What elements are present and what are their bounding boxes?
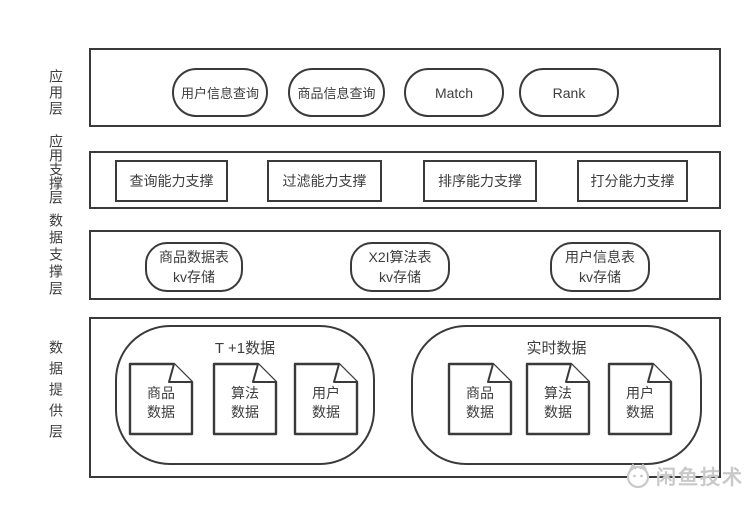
node-score-support: 打分能力支撑: [577, 160, 688, 202]
group-realtime-data: 实时数据 商品 数据 算法 数据: [411, 325, 702, 465]
data-provider-layer-box: T +1数据 商品 数据 算法 数据: [89, 317, 721, 478]
node-rank: Rank: [519, 68, 619, 117]
watermark: 闲鱼技术: [624, 461, 744, 490]
node-x2i-algo-table: X2I算法表 kv存储: [350, 242, 450, 292]
node-label: Match: [434, 84, 474, 101]
node-label: Rank: [552, 84, 586, 101]
node-label-line2: kv存储: [379, 269, 421, 285]
doc-label-line1: 商品: [147, 385, 175, 401]
document-icon: [293, 362, 359, 436]
group-title: 实时数据: [526, 340, 587, 357]
doc-label-line1: 算法: [231, 385, 259, 401]
node-filter-support: 过滤能力支撑: [267, 160, 382, 202]
layer-label-application: 应用层: [48, 69, 64, 117]
document-icon: [212, 362, 278, 436]
document-icon: [607, 362, 673, 436]
doc-label-line2: 数据: [312, 404, 340, 420]
group-t1-data: T +1数据 商品 数据 算法 数据: [115, 325, 375, 465]
data-support-layer-box: 商品数据表 kv存储 X2I算法表 kv存储 用户信息表 kv存储: [89, 230, 721, 300]
fish-logo-icon: [626, 462, 650, 488]
application-layer-box: 用户信息查询 商品信息查询 Match Rank: [89, 48, 721, 127]
node-label-line2: kv存储: [173, 269, 215, 285]
node-sort-support: 排序能力支撑: [423, 160, 537, 202]
doc-label-line1: 用户: [312, 385, 340, 401]
doc-user-data: 用户 数据: [293, 362, 359, 436]
doc-label-line1: 用户: [626, 385, 654, 401]
node-label-line1: 用户信息表: [565, 249, 635, 265]
document-icon: [128, 362, 194, 436]
group-title: T +1数据: [214, 340, 276, 357]
node-item-data-table: 商品数据表 kv存储: [145, 242, 243, 292]
node-label: 打分能力支撑: [590, 173, 675, 189]
layer-label-data-provider: 数据提供层: [48, 340, 64, 445]
node-item-info-query: 商品信息查询: [288, 68, 385, 117]
doc-item-data: 商品 数据: [447, 362, 513, 436]
node-label: 过滤能力支撑: [282, 173, 367, 189]
watermark-text: 闲鱼技术: [656, 467, 744, 489]
node-label-line2: kv存储: [579, 269, 621, 285]
node-label: 查询能力支撑: [129, 173, 214, 189]
node-label-line1: 商品数据表: [159, 249, 229, 265]
app-support-layer-box: 查询能力支撑 过滤能力支撑 排序能力支撑 打分能力支撑: [89, 151, 721, 209]
node-query-support: 查询能力支撑: [115, 160, 228, 202]
node-user-info-table: 用户信息表 kv存储: [550, 242, 650, 292]
doc-label-line2: 数据: [466, 404, 494, 420]
doc-label-line2: 数据: [626, 404, 654, 420]
doc-label-line2: 数据: [544, 404, 572, 420]
doc-algo-data: 算法 数据: [525, 362, 591, 436]
doc-label-line2: 数据: [231, 404, 259, 420]
node-label-line1: X2I算法表: [368, 249, 432, 265]
node-label: 排序能力支撑: [438, 173, 522, 189]
document-icon: [447, 362, 513, 436]
document-icon: [525, 362, 591, 436]
doc-algo-data: 算法 数据: [212, 362, 278, 436]
doc-label-line1: 商品: [466, 385, 494, 401]
node-match: Match: [404, 68, 504, 117]
layer-label-app-support: 应用支撑层: [48, 134, 64, 204]
doc-label-line2: 数据: [147, 404, 175, 420]
layer-label-data-support: 数据支撑层: [48, 213, 64, 298]
doc-label-line1: 算法: [544, 385, 572, 401]
node-label: 商品信息查询: [297, 86, 376, 101]
doc-item-data: 商品 数据: [128, 362, 194, 436]
node-user-info-query: 用户信息查询: [172, 68, 268, 117]
node-label: 用户信息查询: [180, 86, 259, 101]
doc-user-data: 用户 数据: [607, 362, 673, 436]
